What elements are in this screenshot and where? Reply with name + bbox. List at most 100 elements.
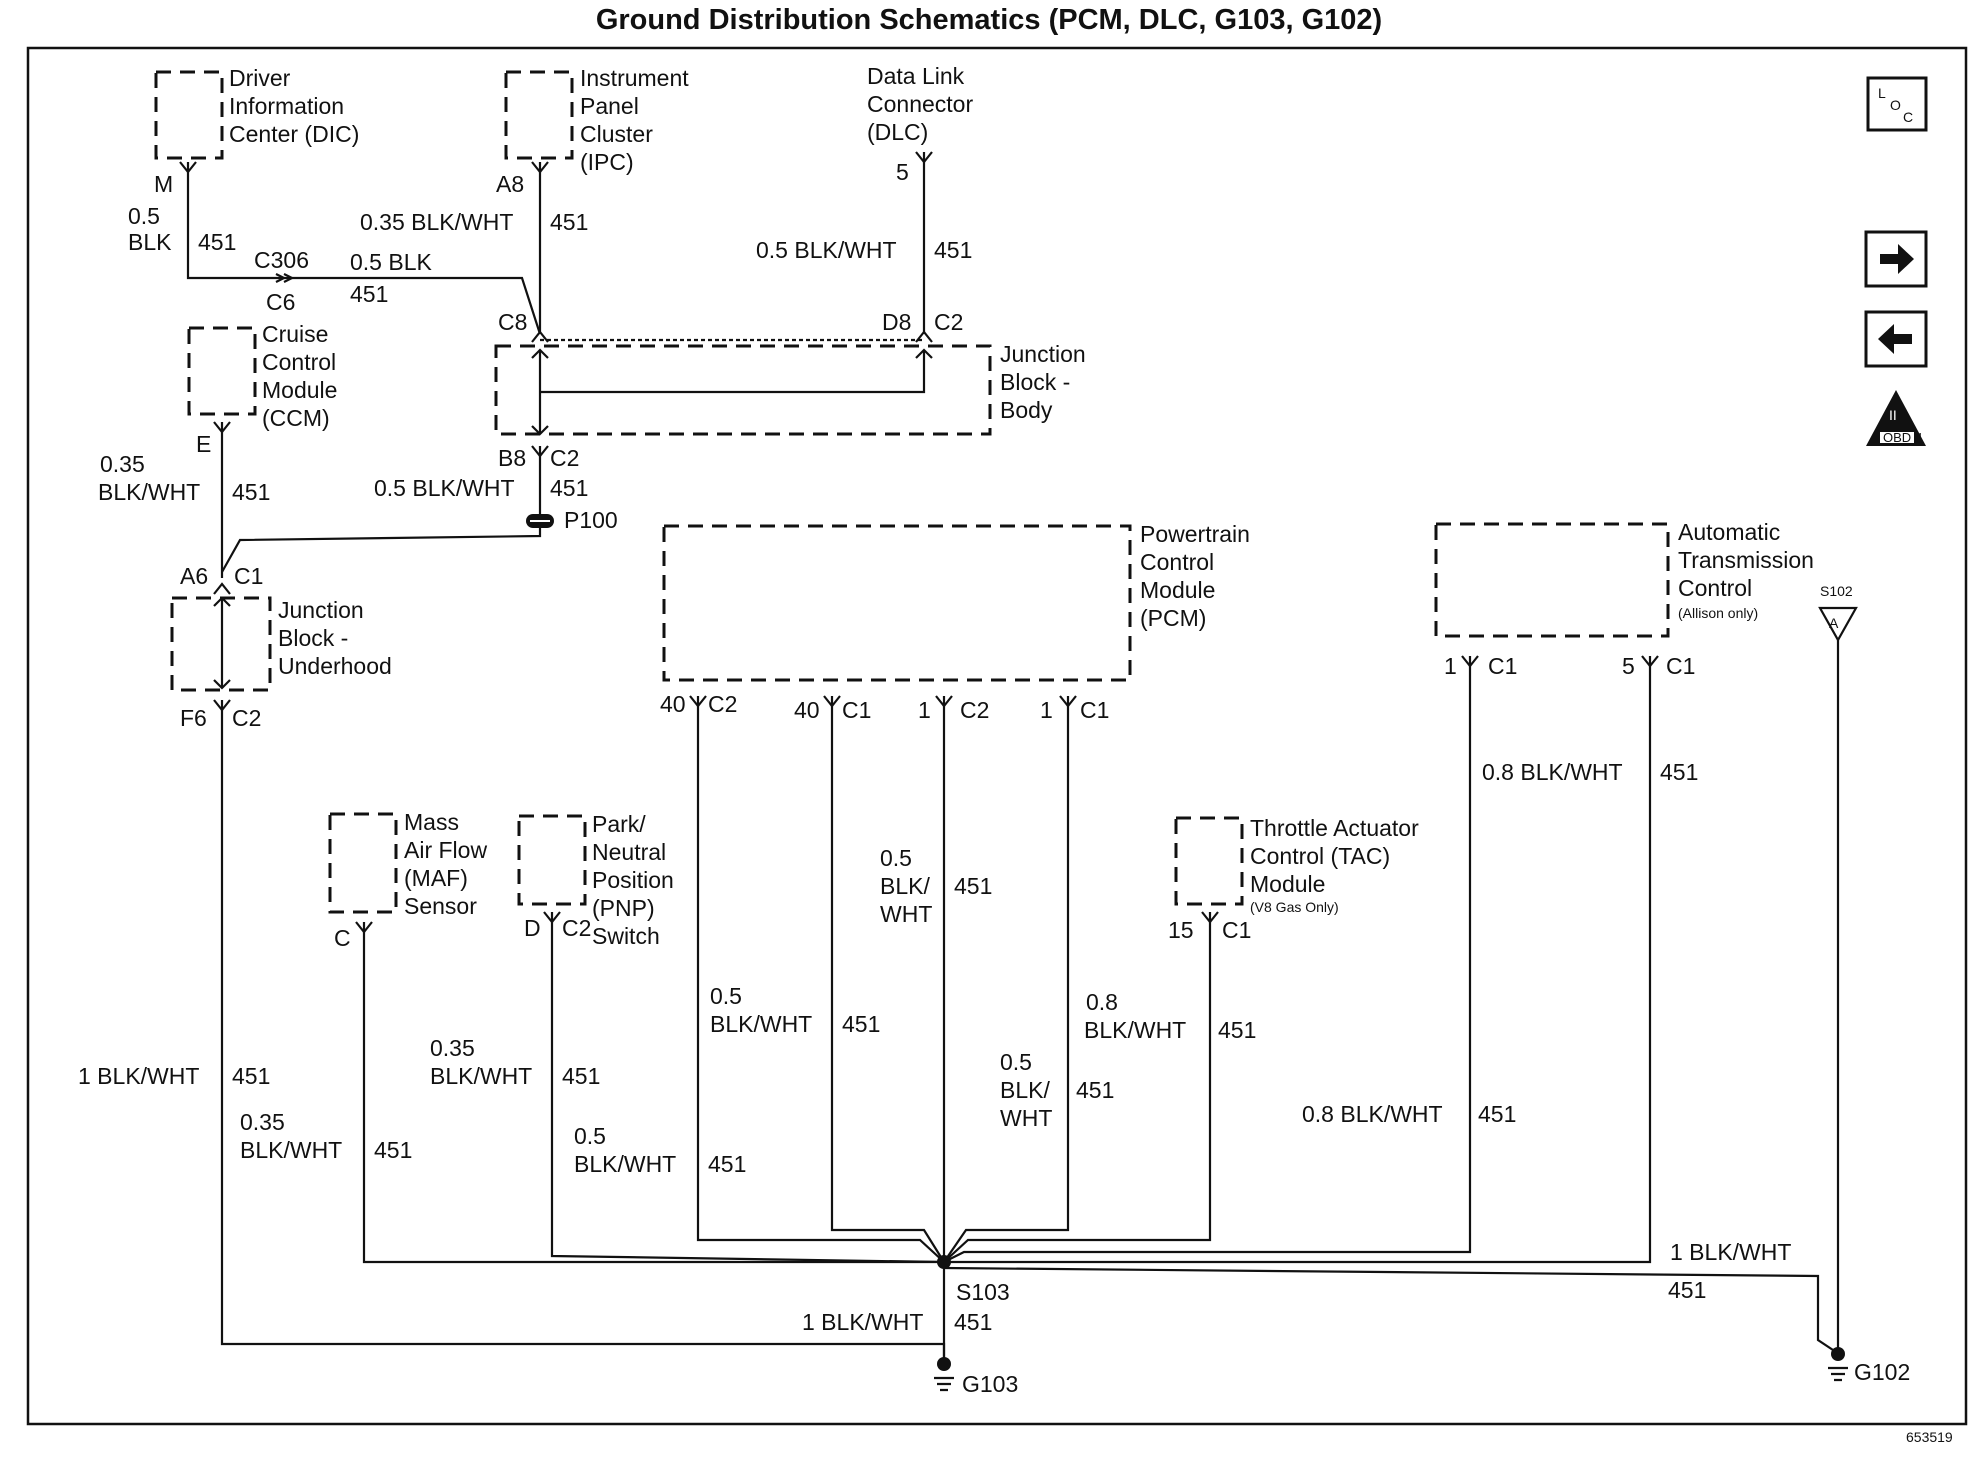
svg-text:451: 451 (1218, 1017, 1256, 1043)
svg-text:S103: S103 (956, 1279, 1010, 1305)
atc-label: Automatic Transmission Control (Allison … (1678, 519, 1814, 621)
svg-text:0.5 BLK/WHT: 0.5 BLK/WHT (756, 237, 897, 263)
svg-text:451: 451 (198, 229, 236, 255)
obd-ii-icon[interactable]: II OBD II (1866, 390, 1926, 446)
svg-text:Center (DIC): Center (DIC) (229, 121, 359, 147)
loc-icon[interactable]: L O C (1866, 76, 1928, 132)
svg-text:451: 451 (708, 1151, 746, 1177)
svg-text:Automatic: Automatic (1678, 519, 1780, 545)
svg-text:0.5: 0.5 (880, 845, 912, 871)
dlc-label: Data Link Connector (DLC) (867, 63, 973, 145)
svg-text:A6: A6 (180, 563, 208, 589)
svg-text:C: C (334, 925, 351, 951)
svg-text:Module: Module (1250, 871, 1325, 897)
svg-text:1: 1 (1040, 697, 1053, 723)
p100-connector (526, 514, 554, 528)
svg-text:451: 451 (350, 281, 388, 307)
svg-text:C2: C2 (232, 705, 261, 731)
svg-text:C1: C1 (1222, 917, 1251, 943)
svg-text:L: L (1878, 85, 1886, 101)
svg-text:0.8 BLK/WHT: 0.8 BLK/WHT (1482, 759, 1623, 785)
svg-text:Switch: Switch (592, 923, 660, 949)
svg-text:C1: C1 (842, 697, 871, 723)
svg-text:0.35: 0.35 (430, 1035, 475, 1061)
svg-text:Connector: Connector (867, 91, 973, 117)
wire-atc-5 (944, 656, 1652, 1264)
svg-text:451: 451 (1660, 759, 1698, 785)
wire-dic-ipc (186, 162, 542, 335)
svg-text:C1: C1 (1666, 653, 1695, 679)
pcm-box (662, 524, 1132, 682)
svg-text:C6: C6 (266, 289, 295, 315)
svg-text:Panel: Panel (580, 93, 639, 119)
wire-pcm-40b (830, 696, 945, 1263)
svg-text:Park/: Park/ (592, 811, 646, 837)
svg-text:S102: S102 (1820, 583, 1853, 599)
svg-text:(CCM): (CCM) (262, 405, 330, 431)
svg-text:WHT: WHT (880, 901, 932, 927)
arrow-left-icon[interactable] (1864, 310, 1928, 368)
junction-block-underhood-label: Junction Block - Underhood (278, 597, 392, 679)
arrow-right-icon[interactable] (1864, 230, 1928, 288)
svg-text:1 BLK/WHT: 1 BLK/WHT (78, 1063, 199, 1089)
svg-text:1: 1 (918, 697, 931, 723)
svg-text:0.5: 0.5 (1000, 1049, 1032, 1075)
wire-maf (362, 922, 944, 1264)
svg-text:O: O (1890, 97, 1901, 113)
svg-text:Driver: Driver (229, 65, 291, 91)
svg-text:Module: Module (1140, 577, 1215, 603)
svg-text:451: 451 (550, 475, 588, 501)
svg-text:OBD II: OBD II (1883, 430, 1922, 445)
svg-text:Data Link: Data Link (867, 63, 965, 89)
svg-text:Sensor: Sensor (404, 893, 477, 919)
svg-text:451: 451 (954, 1309, 992, 1335)
svg-text:C: C (1903, 109, 1913, 125)
svg-text:0.35 BLK/WHT: 0.35 BLK/WHT (360, 209, 513, 235)
junction-underhood-internal (213, 596, 231, 690)
svg-text:0.5 BLK: 0.5 BLK (350, 249, 432, 275)
svg-text:0.5: 0.5 (574, 1123, 606, 1149)
svg-text:C2: C2 (708, 691, 737, 717)
svg-text:0.5: 0.5 (128, 203, 160, 229)
svg-text:BLK: BLK (128, 229, 172, 255)
svg-text:40: 40 (660, 691, 686, 717)
svg-text:D: D (524, 915, 541, 941)
junction-block-body-box (494, 344, 992, 436)
svg-text:451: 451 (550, 209, 588, 235)
svg-text:Instrument: Instrument (580, 65, 689, 91)
dic-box (154, 70, 224, 160)
wire-pcm-1b (943, 696, 1070, 1263)
ccm-box (187, 326, 257, 416)
svg-text:(MAF): (MAF) (404, 865, 468, 891)
s102-splice-pack: A S102 (1818, 583, 1858, 643)
pnp-label: Park/ Neutral Position (PNP) Switch (592, 811, 674, 949)
junction-block-body-label: Junction Block - Body (1000, 341, 1086, 423)
svg-text:5: 5 (1622, 653, 1635, 679)
svg-text:E: E (196, 431, 211, 457)
svg-text:Cluster: Cluster (580, 121, 653, 147)
svg-text:0.8 BLK/WHT: 0.8 BLK/WHT (1302, 1101, 1443, 1127)
ground-g103-icon (934, 1357, 954, 1392)
atc-box (1434, 522, 1670, 638)
svg-text:C2: C2 (562, 915, 591, 941)
ccm-label: Cruise Control Module (CCM) (262, 321, 337, 431)
svg-text:451: 451 (1668, 1277, 1706, 1303)
svg-text:P100: P100 (564, 507, 618, 533)
dic-label: Driver Information Center (DIC) (229, 65, 359, 147)
svg-text:15: 15 (1168, 917, 1194, 943)
svg-text:451: 451 (232, 479, 270, 505)
svg-text:F6: F6 (180, 705, 207, 731)
svg-text:C306: C306 (254, 247, 309, 273)
svg-text:Throttle Actuator: Throttle Actuator (1250, 815, 1419, 841)
svg-text:0.5 BLK/WHT: 0.5 BLK/WHT (374, 475, 515, 501)
ipc-label: Instrument Panel Cluster (IPC) (580, 65, 689, 175)
svg-text:40: 40 (794, 697, 820, 723)
svg-text:451: 451 (232, 1063, 270, 1089)
svg-text:WHT: WHT (1000, 1105, 1052, 1131)
svg-text:Air Flow: Air Flow (404, 837, 487, 863)
svg-text:BLK/WHT: BLK/WHT (1084, 1017, 1186, 1043)
ground-g102-icon (1828, 1347, 1848, 1382)
svg-text:Cruise: Cruise (262, 321, 328, 347)
svg-text:1: 1 (1444, 653, 1457, 679)
maf-box (328, 812, 398, 914)
